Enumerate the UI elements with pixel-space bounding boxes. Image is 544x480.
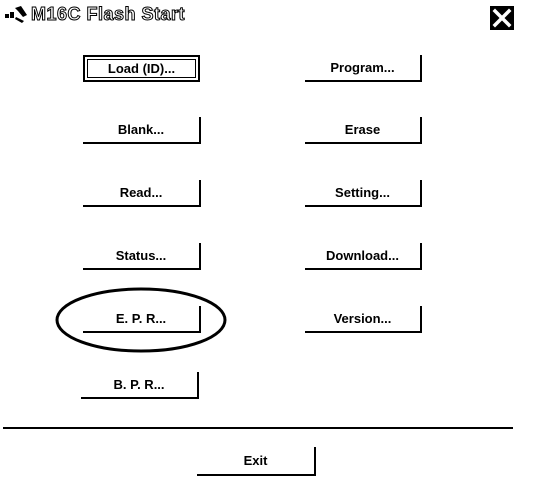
- epr-button[interactable]: E. P. R...: [83, 306, 201, 333]
- setting-button[interactable]: Setting...: [305, 180, 422, 207]
- blank-button[interactable]: Blank...: [83, 117, 201, 144]
- download-button[interactable]: Download...: [305, 243, 422, 270]
- window-title: M16C Flash Start: [30, 4, 186, 25]
- version-button[interactable]: Version...: [305, 306, 422, 333]
- load-id-button[interactable]: Load (ID)...: [83, 55, 200, 82]
- flash-app-icon: [5, 6, 27, 23]
- program-button[interactable]: Program...: [305, 55, 422, 82]
- close-icon: [492, 8, 512, 28]
- close-button[interactable]: [490, 6, 514, 30]
- title-bar: M16C Flash Start: [0, 0, 544, 36]
- separator-line: [3, 427, 513, 429]
- erase-button[interactable]: Erase: [305, 117, 422, 144]
- status-button[interactable]: Status...: [83, 243, 201, 270]
- bpr-button[interactable]: B. P. R...: [81, 372, 199, 399]
- exit-button[interactable]: Exit: [197, 447, 316, 476]
- read-button[interactable]: Read...: [83, 180, 201, 207]
